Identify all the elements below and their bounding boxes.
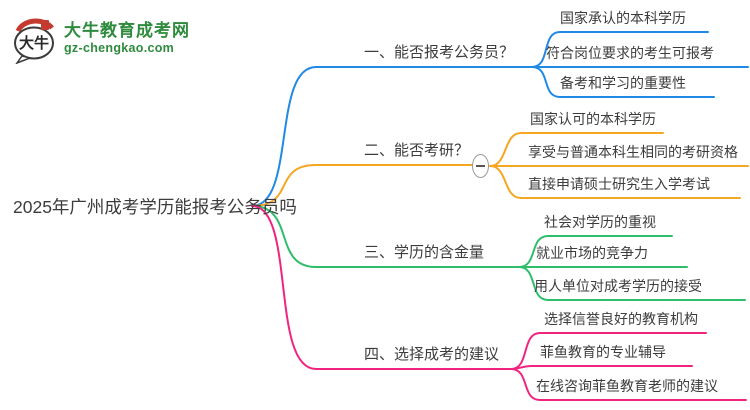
branch-4-main-line	[251, 205, 512, 370]
branch-3-subtopic-3[interactable]: 用人单位对成考学历的接受	[534, 278, 702, 294]
branch-3-subtopic-1[interactable]: 社会对学历的重视	[544, 214, 656, 230]
branch-2-subtopic-3[interactable]: 直接申请硕士研究生入学考试	[528, 176, 710, 192]
branch-2-connectors	[251, 132, 749, 207]
branch-2-child-3-line	[489, 165, 741, 199]
branch-4-child-3-line	[510, 368, 747, 401]
branch-4-connectors	[251, 205, 747, 401]
branch-1-subtopic-2[interactable]: 符合岗位要求的考生可报考	[546, 45, 714, 61]
branch-4-topic[interactable]: 四、选择成考的建议	[364, 346, 500, 363]
logo-red-seal	[41, 20, 49, 30]
branch-3-child-1-line	[518, 235, 673, 268]
logo-icon-text: 大牛	[19, 34, 49, 52]
site-name: 大牛教育成考网	[64, 20, 190, 40]
root-topic[interactable]: 2025年广州成考学历能报考公务员吗	[13, 197, 297, 217]
branch-3-child-3-line	[518, 266, 746, 301]
branch-1-topic[interactable]: 一、能否报考公务员？	[364, 44, 515, 61]
branch-1-child-3-line	[531, 66, 715, 98]
branch-4-subtopic-2[interactable]: 菲鱼教育的专业辅导	[540, 344, 666, 360]
branch-1-main-line	[251, 66, 533, 207]
branch-1-subtopic-1[interactable]: 国家承认的本科学历	[560, 10, 686, 26]
branch-2-topic[interactable]: 二、能否考研？	[364, 142, 470, 159]
site-logo[interactable]: 大牛 大牛教育成考网 gz-chengkao.com	[12, 14, 190, 64]
branch-3-topic[interactable]: 三、学历的含金量	[364, 244, 485, 261]
branch-3-connectors	[251, 205, 746, 301]
logo-speech-bubble	[14, 26, 54, 60]
daniu-bubble-icon: 大牛	[14, 18, 54, 64]
collapse-minus-icon	[476, 165, 485, 167]
branch-3-main-line	[251, 205, 520, 268]
branch-2-child-1-line	[489, 132, 664, 167]
branch-2-subtopic-1[interactable]: 国家认可的本科学历	[530, 111, 656, 127]
branch-4-subtopic-3[interactable]: 在线咨询菲鱼教育老师的建议	[536, 378, 718, 394]
branch-2-main-line	[251, 164, 473, 207]
branch-3-subtopic-2[interactable]: 就业市场的竞争力	[536, 245, 648, 261]
branch-1-child-1-line	[531, 31, 709, 68]
branch-4-subtopic-1[interactable]: 选择信誉良好的教育机构	[544, 311, 698, 327]
branch-4-child-2-line	[510, 365, 693, 370]
branch-2-collapse-button[interactable]	[472, 154, 489, 178]
logo-bubble-tail	[15, 55, 33, 64]
branch-1-connectors	[251, 31, 749, 207]
branch-1-subtopic-3[interactable]: 备考和学习的重要性	[560, 75, 686, 91]
branch-2-subtopic-2[interactable]: 享受与普通本科生相同的考研资格	[528, 144, 738, 160]
site-domain: gz-chengkao.com	[64, 41, 175, 56]
